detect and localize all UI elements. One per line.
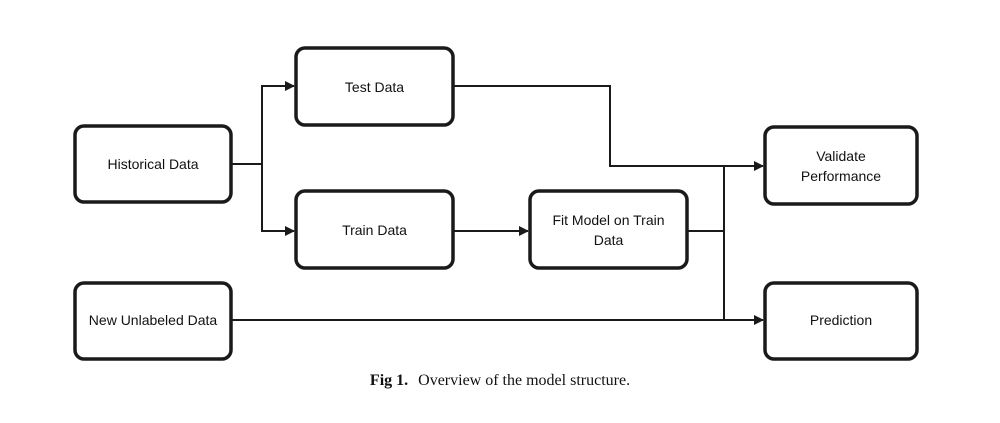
node-label: New Unlabeled Data	[89, 312, 218, 328]
node-fit-model: Fit Model on Train Data	[528, 189, 689, 270]
node-label-line-1: Validate	[816, 148, 866, 164]
node-new-unlabeled-data: New Unlabeled Data	[73, 281, 233, 361]
node-train-data: Train Data	[294, 189, 455, 270]
node-prediction: Prediction	[763, 281, 919, 361]
caption-text: Overview of the model structure.	[418, 372, 631, 389]
edges	[231, 81, 764, 325]
caption-label: Fig 1.	[369, 372, 409, 389]
edge-split-to-test-data	[261, 81, 295, 164]
node-historical-data: Historical Data	[73, 124, 233, 204]
edge-split-to-train-data	[261, 164, 295, 236]
node-label: Train Data	[342, 222, 407, 238]
figure-caption: Fig 1. Overview of the model structure.	[0, 372, 1000, 390]
node-label-line-2: Performance	[801, 168, 881, 184]
node-validate-performance: Validate Performance	[763, 125, 919, 206]
node-label: Test Data	[345, 79, 404, 95]
node-label: Prediction	[810, 312, 872, 328]
node-test-data: Test Data	[294, 46, 455, 127]
edge-test-to-validate	[453, 85, 764, 171]
node-label-line-1: Fit Model on Train	[552, 212, 664, 228]
node-label: Historical Data	[107, 156, 198, 172]
node-label-line-2: Data	[594, 232, 624, 248]
